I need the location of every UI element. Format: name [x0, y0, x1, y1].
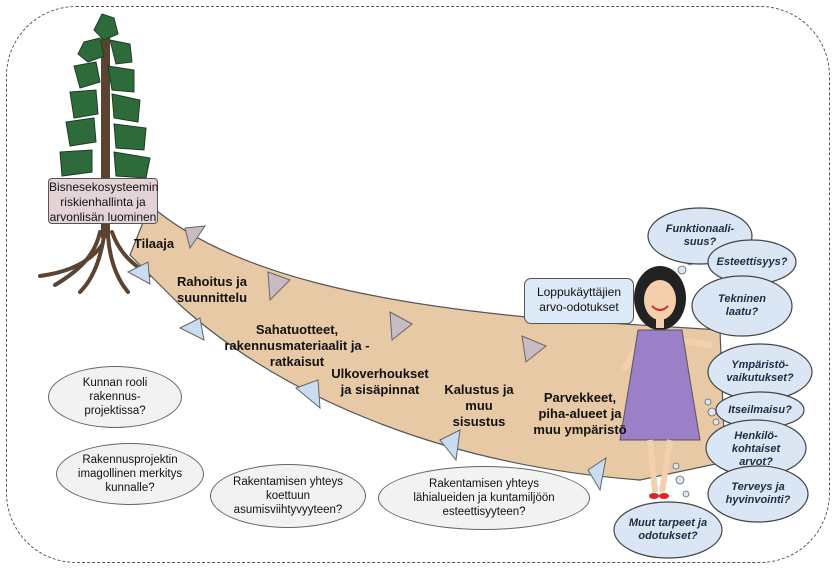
woman-figure	[619, 266, 713, 499]
value-chain-path	[129, 203, 726, 481]
cloud-itseilmaisu: Itseilmaisu?	[728, 403, 792, 416]
label-rahoitus: Rahoitus ja suunnittelu	[176, 274, 248, 305]
cloud-funktionaalisuus: Funktionaali-suus?	[665, 223, 735, 248]
cloud-henkilokohtaiset-arvot: Henkilö-kohtaiset arvot?	[731, 429, 781, 468]
label-kalustus: Kalustus ja muu sisustus	[444, 382, 514, 429]
dashed-frame	[6, 6, 830, 563]
cloud-ymparistovaikutukset: Ympäristö-vaikutukset?	[726, 359, 794, 384]
cloud-muut-tarpeet: Muut tarpeet ja odotukset?	[628, 517, 708, 542]
thought-clouds	[613, 207, 813, 559]
business-ecosystem-box: Bisnesekosysteemin riskienhallinta ja ar…	[48, 178, 159, 224]
label-tilaaja: Tilaaja	[133, 236, 175, 251]
cloud-tekninen-laatu: Tekninen laatu?	[718, 293, 766, 318]
question-kunnan-rooli: Kunnan rooli rakennus-projektissa?	[48, 366, 182, 428]
question-asumisviihtyvyys: Rakentamisen yhteys koettuun asumisviiht…	[210, 464, 366, 528]
arrows-down	[126, 261, 607, 492]
label-sahatuotteet: Sahatuotteet, rakennusmateriaalit ja -ra…	[224, 322, 370, 369]
tree-foliage	[59, 13, 151, 179]
label-parvekkeet: Parvekkeet, piha-alueet ja muu ympäristö	[533, 390, 627, 437]
cloud-esteettisyys: Esteettisyys?	[716, 255, 788, 268]
tree-trunk	[101, 30, 110, 238]
arrows-up	[184, 225, 547, 363]
label-ulkoverhoukset: Ulkoverhoukset ja sisäpinnat	[331, 366, 429, 397]
question-imagollinen: Rakennusprojektin imagollinen merkitys k…	[56, 443, 204, 505]
question-kuntamiljoo: Rakentamisen yhteys lähialueiden ja kunt…	[378, 466, 590, 530]
enduser-expectations-box: Loppukäyttäjien arvo-odotukset	[524, 278, 634, 324]
cloud-terveys-hyvinvointi: Terveys ja hyvinvointi?	[725, 481, 791, 506]
